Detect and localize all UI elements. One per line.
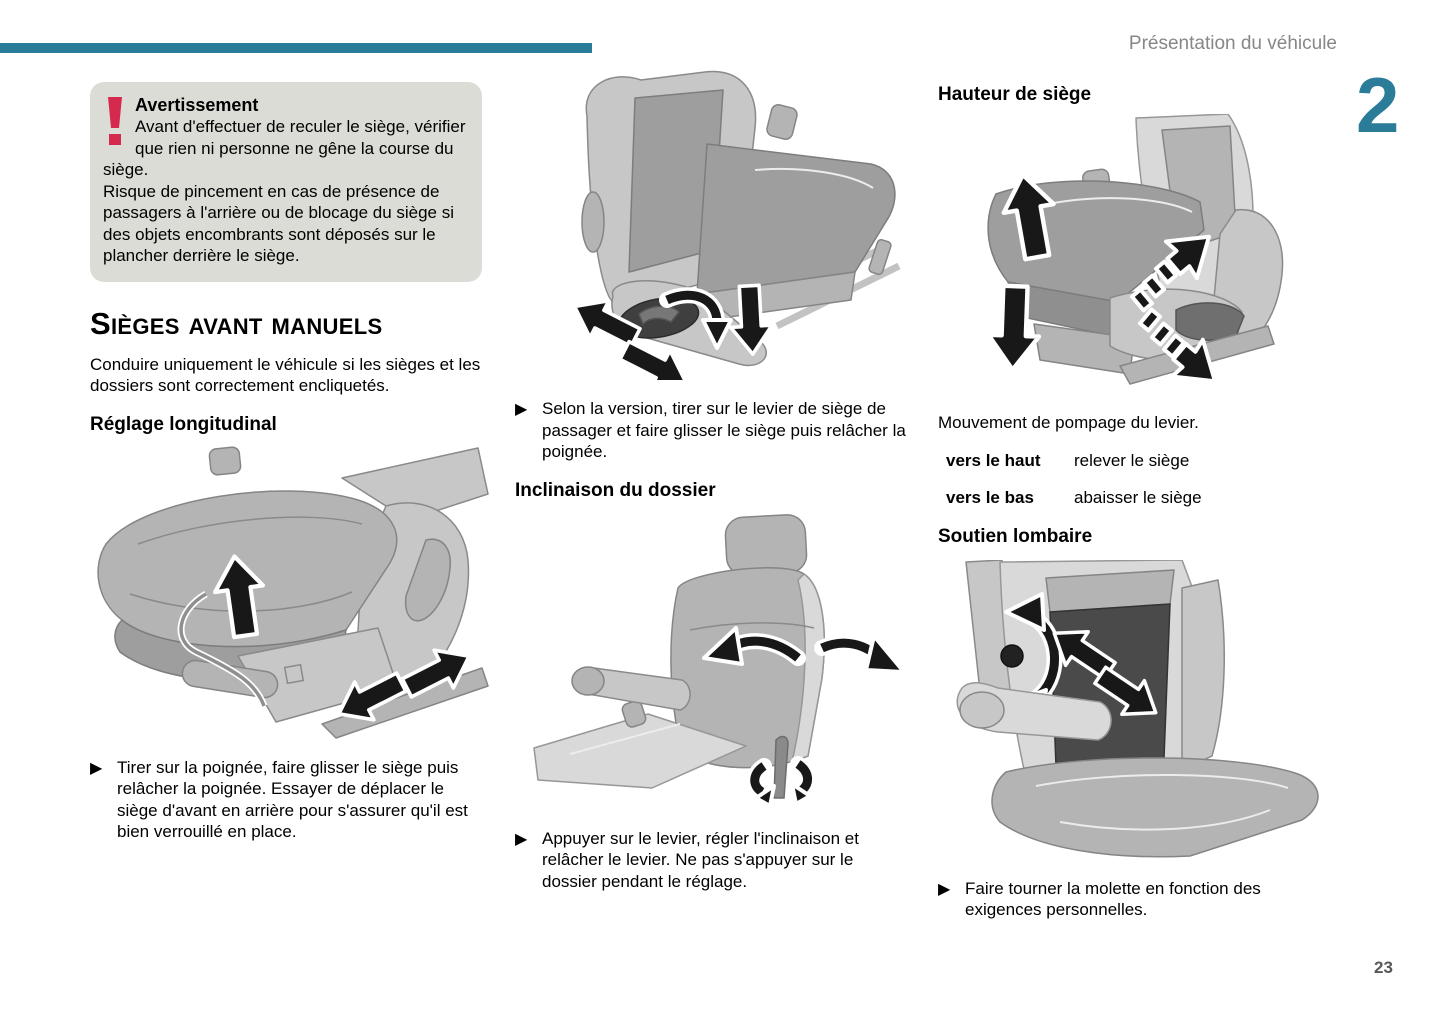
movement-table: vers le haut relever le siège vers le ba… bbox=[946, 450, 1330, 509]
instruction-text: Appuyer sur le levier, régler l'inclinai… bbox=[542, 828, 859, 891]
section-title: Présentation du véhicule bbox=[1128, 33, 1337, 54]
movement-result: abaisser le siège bbox=[1074, 488, 1202, 507]
heading-longitudinal: Réglage longitudinal bbox=[90, 413, 277, 435]
movement-direction: vers le bas bbox=[946, 488, 1034, 507]
warning-title: Avertissement bbox=[135, 95, 259, 115]
instruction-passenger-slide: ▶ Selon la version, tirer sur le levier … bbox=[515, 398, 907, 463]
instruction-text: Faire tourner la molette en fonction des… bbox=[965, 878, 1261, 920]
seat-illustration-passenger-slide bbox=[555, 70, 907, 402]
instruction-backrest: ▶ Appuyer sur le levier, régler l'inclin… bbox=[515, 828, 907, 893]
bullet-arrow-icon: ▶ bbox=[515, 828, 528, 848]
warning-box: Avertissement Avant d'effectuer de recul… bbox=[90, 82, 482, 282]
middle-column: ▶ Selon la version, tirer sur le levier … bbox=[515, 70, 907, 892]
right-column: Hauteur de siège Mouvement bbox=[938, 84, 1330, 921]
movement-direction: vers le haut bbox=[946, 450, 1041, 470]
accent-bar bbox=[0, 43, 592, 53]
instruction-longitudinal: ▶ Tirer sur la poignée, faire glisser le… bbox=[90, 757, 482, 843]
warning-exclamation-icon bbox=[105, 97, 125, 150]
table-row: vers le bas abaisser le siège bbox=[946, 487, 1330, 509]
heading-height: Hauteur de siège bbox=[938, 84, 1092, 105]
seat-illustration-longitudinal bbox=[90, 444, 489, 744]
pump-note: Mouvement de pompage du levier. bbox=[938, 413, 1199, 432]
page-title: Sièges avant manuels bbox=[90, 305, 383, 341]
movement-result: relever le siège bbox=[1074, 450, 1190, 470]
bullet-arrow-icon: ▶ bbox=[90, 757, 103, 777]
heading-backrest: Inclinaison du dossier bbox=[515, 479, 716, 501]
warning-body-1: Avant d'effectuer de reculer le siège, v… bbox=[103, 117, 466, 179]
instruction-text: Tirer sur la poignée, faire glisser le s… bbox=[117, 757, 468, 842]
instruction-lumbar: ▶ Faire tourner la molette en fonction d… bbox=[938, 878, 1330, 921]
seat-illustration-lumbar bbox=[940, 558, 1330, 865]
intro-text: Conduire uniquement le véhicule si les s… bbox=[90, 354, 481, 396]
warning-body-2: Risque de pincement en cas de présence d… bbox=[103, 181, 455, 266]
seat-illustration-height bbox=[938, 113, 1330, 404]
instruction-text: Selon la version, tirer sur le levier de… bbox=[542, 399, 906, 461]
page-number: 23 bbox=[1374, 958, 1393, 977]
bullet-arrow-icon: ▶ bbox=[515, 399, 528, 418]
seat-illustration-backrest-tilt bbox=[530, 510, 907, 815]
bullet-arrow-icon: ▶ bbox=[938, 878, 951, 898]
left-column: Avertissement Avant d'effectuer de recul… bbox=[90, 82, 489, 843]
table-row: vers le haut relever le siège bbox=[946, 450, 1330, 472]
heading-lumbar: Soutien lombaire bbox=[938, 525, 1093, 547]
chapter-number: 2 bbox=[1356, 61, 1399, 149]
